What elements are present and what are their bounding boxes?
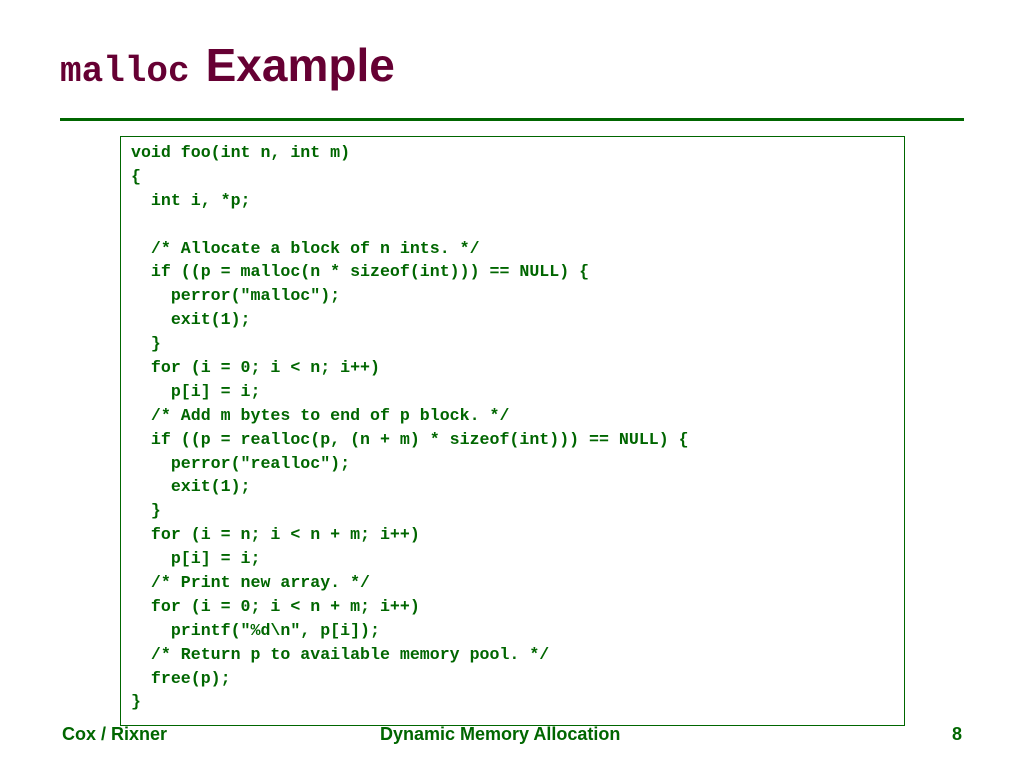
code-line: printf("%d\n", p[i]); [131,620,380,640]
code-line: exit(1); [131,310,251,330]
page-number: 8 [951,724,962,744]
code-line: for (i = 0; i < n + m; i++) [131,596,420,616]
code-line: if ((p = realloc(p, (n + m) * sizeof(int… [131,429,689,449]
code-line: for (i = n; i < n + m; i++) [131,525,420,545]
code-line: p[i] = i; [131,549,261,569]
code-line: { [131,166,141,186]
code-line: void foo(int n, int m) [131,143,351,162]
code-line: for (i = 0; i < n; i++) [131,358,380,378]
code-line: if ((p = malloc(n * sizeof(int))) == NUL… [131,262,590,282]
code-line: exit(1); [131,477,251,497]
code-line: perror("malloc"); [131,286,341,306]
code-line: perror("realloc"); [131,453,351,473]
code-line: p[i] = i; [131,381,261,401]
code-line: /* Allocate a block of n ints. */ [131,238,480,258]
code-line: } [131,334,161,354]
code-line: /* Print new array. */ [131,573,370,593]
code-line [131,213,904,237]
title-text: Example [205,39,395,91]
code-line: } [131,692,141,712]
slide-title: malloc Example [60,38,395,102]
code-line: /* Return p to available memory pool. */ [131,644,550,664]
code-line: } [131,501,161,521]
footer-topic: Dynamic Memory Allocation [380,724,621,744]
code-listing: void foo(int n, int m) { int i, *p; /* Al… [120,136,905,726]
footer-authors: Cox / Rixner [62,724,168,744]
code-line: /* Add m bytes to end of p block. */ [131,405,510,425]
code-line: free(p); [131,668,231,688]
code-line: int i, *p; [131,190,251,210]
title-code-word: malloc [60,51,190,92]
title-divider [60,118,964,121]
